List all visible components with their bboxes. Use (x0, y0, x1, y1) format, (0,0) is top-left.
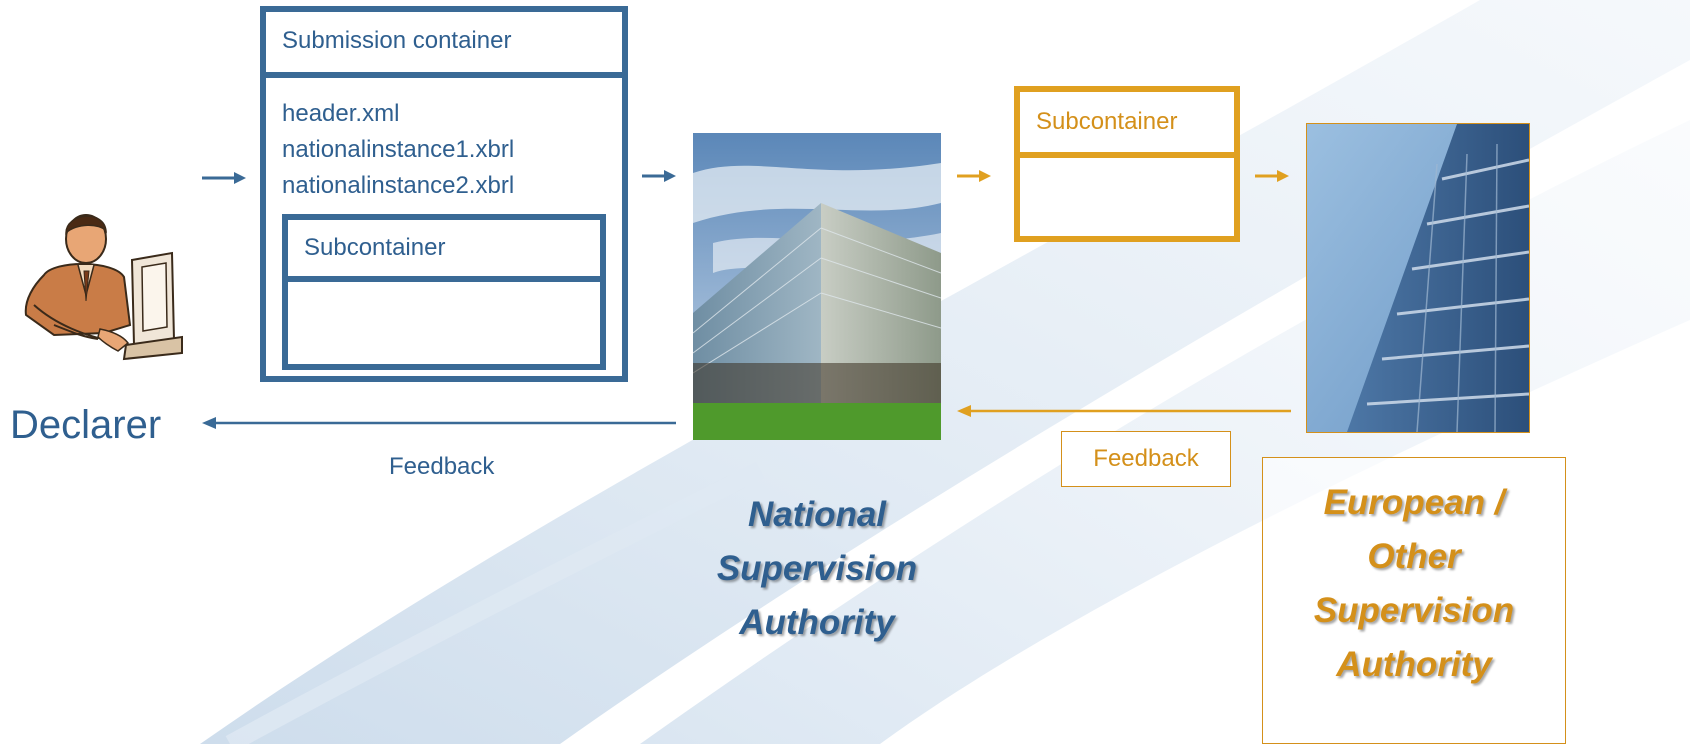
forwarded-subcontainer: Subcontainer (1014, 86, 1240, 242)
inner-subcontainer-divider (288, 276, 600, 282)
forwarded-subcontainer-divider (1020, 152, 1234, 158)
file-national-instance-1: nationalinstance1.xbrl (282, 136, 515, 163)
forwarded-subcontainer-title: Subcontainer (1036, 108, 1178, 135)
national-authority-caption: National Supervision Authority (672, 488, 962, 650)
submission-container-divider (266, 72, 622, 78)
submission-container: Submission container header.xml national… (260, 6, 628, 382)
file-national-instance-2: nationalinstance2.xbrl (282, 172, 515, 199)
feedback-from-european-label: Feedback (1061, 431, 1231, 487)
inner-subcontainer: Subcontainer (282, 214, 606, 370)
european-authority-line-3: Supervision (1313, 591, 1515, 630)
national-authority-line-3: Authority (739, 603, 895, 642)
arrow-to-forwarded-subcontainer (957, 170, 991, 182)
declarer-label: Declarer (10, 403, 162, 447)
european-authority-line-2: Other (1367, 537, 1461, 576)
european-authority-line-1: European / (1323, 483, 1505, 522)
declarer-illustration (14, 205, 184, 365)
submission-container-title: Submission container (282, 27, 512, 54)
european-authority-building-photo (1306, 123, 1530, 433)
arrow-to-submission (202, 172, 246, 184)
person-at-computer-icon (24, 214, 183, 361)
feedback-from-european-text: Feedback (1093, 445, 1199, 472)
feedback-to-declarer-label: Feedback (389, 453, 495, 480)
european-authority-line-4: Authority (1336, 645, 1492, 684)
arrow-feedback-european-to-national (957, 405, 1291, 417)
european-authority-caption: European / Other Supervision Authority (1262, 457, 1566, 744)
inner-subcontainer-title: Subcontainer (304, 234, 446, 261)
national-authority-line-2: Supervision (716, 549, 918, 588)
national-authority-line-1: National (747, 495, 887, 534)
arrow-feedback-national-to-declarer (202, 417, 676, 429)
file-header-xml: header.xml (282, 100, 400, 127)
arrow-to-national (642, 170, 676, 182)
national-authority-building-photo (693, 133, 941, 440)
arrow-to-european (1255, 170, 1289, 182)
